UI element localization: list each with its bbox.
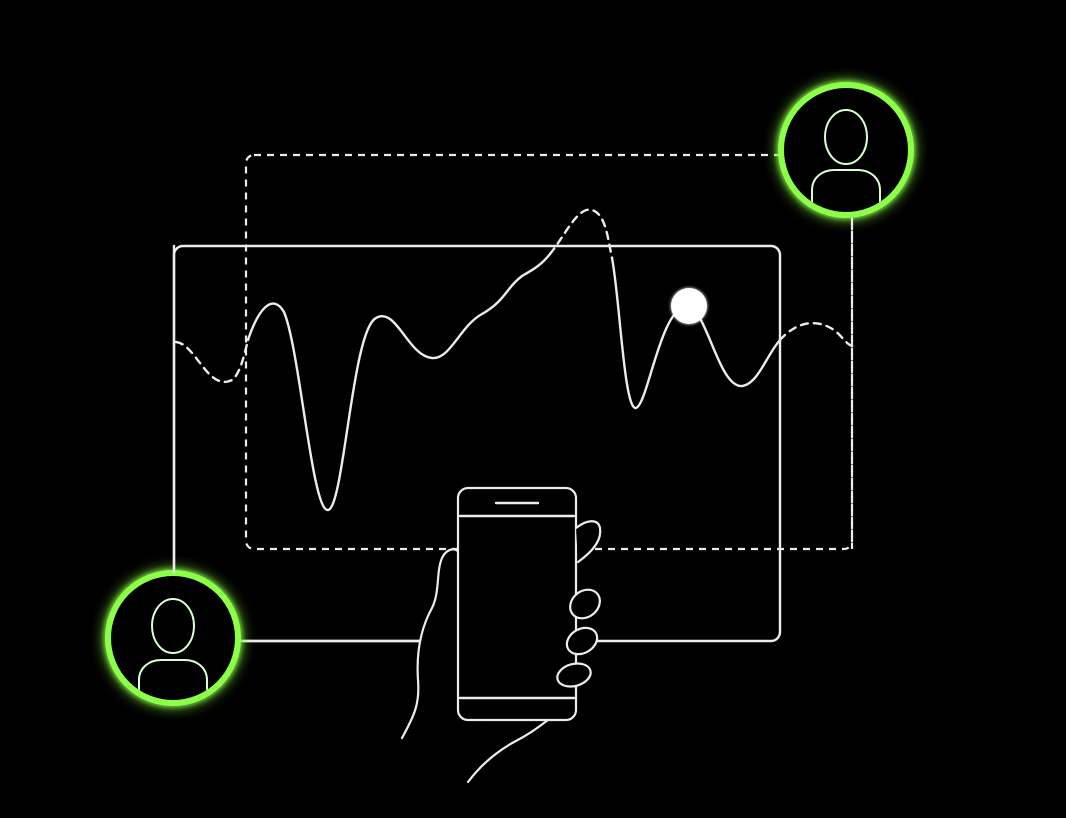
finger-3 xyxy=(565,626,599,656)
waveform-main xyxy=(246,252,552,512)
finger-2 xyxy=(569,588,601,620)
avatar-ring-bottom-left xyxy=(105,570,241,706)
waveform-left-tail xyxy=(174,338,250,384)
user-avatar-bottom-left xyxy=(105,570,241,706)
avatar-ring-top-right xyxy=(778,82,914,218)
marker-dot xyxy=(671,288,707,324)
waveform-right xyxy=(610,256,782,410)
waveform-right-tail xyxy=(778,322,854,348)
user-icon xyxy=(138,598,208,700)
smartphone-icon xyxy=(456,486,578,722)
finger-4 xyxy=(556,662,592,688)
user-avatar-top-right xyxy=(778,82,914,218)
hand-holding-phone xyxy=(400,486,602,784)
finger-1 xyxy=(574,520,602,564)
waveform-peak-dashed xyxy=(548,208,614,260)
user-icon xyxy=(811,109,881,212)
hand-wrist xyxy=(466,718,550,784)
